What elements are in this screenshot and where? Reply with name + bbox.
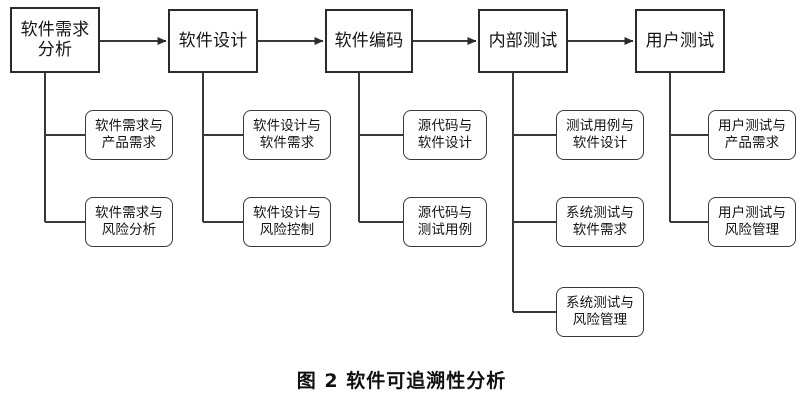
trace-label-design-vs-req-line-1: 软件设计与: [253, 117, 321, 134]
trace-box-usertest-vs-risk[interactable]: 用户测试与风险管理: [708, 197, 796, 247]
stage-label-user-test: 用户测试: [646, 31, 715, 51]
trace-label-usertest-vs-risk-line-1: 用户测试与: [718, 204, 786, 221]
stage-box-software-design[interactable]: 软件设计: [168, 9, 258, 73]
trace-label-code-vs-design-line-1: 源代码与: [417, 117, 473, 134]
stage-label-requirements-analysis-line-1: 软件需求: [20, 19, 90, 40]
trace-box-code-vs-design[interactable]: 源代码与软件设计: [403, 110, 487, 160]
trace-box-systest-vs-risk[interactable]: 系统测试与风险管理: [556, 287, 644, 337]
trace-box-design-vs-riskctrl[interactable]: 软件设计与风险控制: [243, 197, 331, 247]
figure-caption: 图 2 软件可追溯性分析: [296, 370, 507, 392]
trace-label-req-vs-product: 软件需求与产品需求: [95, 118, 163, 153]
trace-label-req-vs-risk: 软件需求与风险分析: [95, 205, 163, 240]
trace-label-testcase-vs-design-line-1: 测试用例与: [566, 117, 634, 134]
trace-box-req-vs-risk[interactable]: 软件需求与风险分析: [85, 197, 173, 247]
stage-label-software-design: 软件设计: [179, 31, 248, 51]
stage-label-requirements-analysis-line-2: 分析: [37, 40, 73, 60]
trace-label-req-vs-product-line-1: 软件需求与: [95, 117, 163, 134]
trace-label-systest-vs-req-line-1: 系统测试与: [566, 204, 634, 221]
trace-label-usertest-vs-product-line-2: 产品需求: [724, 135, 780, 151]
trace-label-usertest-vs-risk-line-2: 风险管理: [724, 222, 780, 238]
stage-box-requirements-analysis[interactable]: 软件需求分析: [10, 7, 100, 73]
trace-label-code-vs-design: 源代码与软件设计: [418, 118, 472, 153]
trace-label-code-vs-design-line-2: 软件设计: [417, 135, 473, 151]
trace-box-code-vs-testcase[interactable]: 源代码与测试用例: [403, 197, 487, 247]
stage-label-user-test-line-1: 用户测试: [645, 30, 715, 51]
trace-label-code-vs-testcase: 源代码与测试用例: [418, 205, 472, 240]
trace-label-systest-vs-req-line-2: 软件需求: [572, 222, 628, 238]
trace-label-testcase-vs-design-line-2: 软件设计: [572, 135, 628, 151]
branch-connector-group: [44, 73, 709, 313]
trace-label-design-vs-req-line-2: 软件需求: [259, 135, 315, 151]
trace-label-systest-vs-risk: 系统测试与风险管理: [566, 295, 634, 330]
trace-label-req-vs-risk-line-1: 软件需求与: [95, 204, 163, 221]
trace-label-usertest-vs-risk: 用户测试与风险管理: [718, 205, 786, 240]
trace-label-req-vs-product-line-2: 产品需求: [101, 135, 157, 151]
stage-label-requirements-analysis: 软件需求分析: [21, 20, 90, 60]
trace-box-req-vs-product[interactable]: 软件需求与产品需求: [85, 110, 173, 160]
stage-label-software-coding: 软件编码: [335, 31, 404, 51]
trace-box-design-vs-req[interactable]: 软件设计与软件需求: [243, 110, 331, 160]
trace-label-design-vs-riskctrl-line-2: 风险控制: [259, 222, 315, 238]
stage-box-software-coding[interactable]: 软件编码: [325, 9, 413, 73]
trace-box-systest-vs-req[interactable]: 系统测试与软件需求: [556, 197, 644, 247]
trace-label-design-vs-riskctrl-line-1: 软件设计与: [253, 204, 321, 221]
stage-label-internal-test: 内部测试: [489, 31, 558, 51]
trace-label-code-vs-testcase-line-1: 源代码与: [417, 204, 473, 221]
trace-label-systest-vs-req: 系统测试与软件需求: [566, 205, 634, 240]
trace-label-usertest-vs-product: 用户测试与产品需求: [718, 118, 786, 153]
stage-label-internal-test-line-1: 内部测试: [488, 30, 558, 51]
stage-label-software-coding-line-1: 软件编码: [334, 30, 404, 51]
trace-label-systest-vs-risk-line-1: 系统测试与: [566, 294, 634, 311]
trace-box-usertest-vs-product[interactable]: 用户测试与产品需求: [708, 110, 796, 160]
trace-label-systest-vs-risk-line-2: 风险管理: [572, 312, 628, 328]
trace-label-design-vs-riskctrl: 软件设计与风险控制: [253, 205, 321, 240]
stage-box-internal-test[interactable]: 内部测试: [478, 9, 568, 73]
trace-box-testcase-vs-design[interactable]: 测试用例与软件设计: [556, 110, 644, 160]
trace-label-usertest-vs-product-line-1: 用户测试与: [718, 117, 786, 134]
stage-label-software-design-line-1: 软件设计: [178, 30, 248, 51]
trace-label-code-vs-testcase-line-2: 测试用例: [417, 222, 473, 238]
trace-label-design-vs-req: 软件设计与软件需求: [253, 118, 321, 153]
trace-label-req-vs-risk-line-2: 风险分析: [101, 222, 157, 238]
trace-label-testcase-vs-design: 测试用例与软件设计: [566, 118, 634, 153]
stage-box-user-test[interactable]: 用户测试: [635, 9, 725, 73]
